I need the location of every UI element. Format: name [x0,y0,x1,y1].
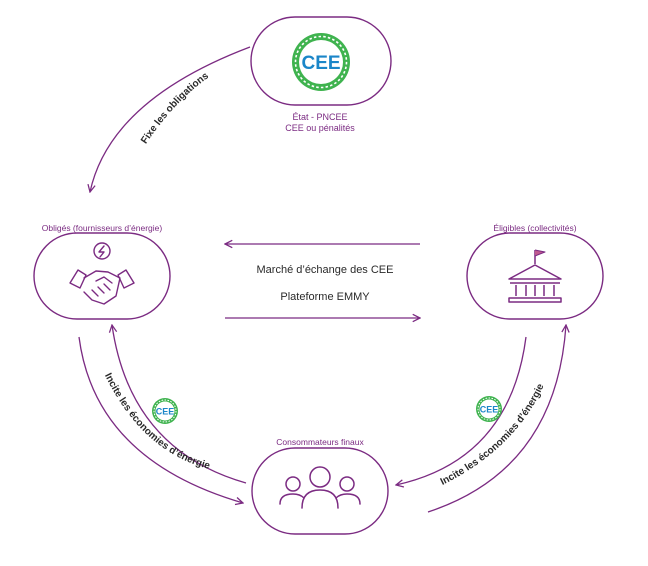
arrow-state-to-obliges [90,46,251,192]
incite-left-label-wrap: Incite les économies d’énergie [102,371,211,471]
left-cee-badge-icon: CEE [152,398,178,424]
obliges-node [33,232,171,320]
left-badge-text: CEE [156,407,175,417]
consumers-node [251,447,389,535]
market-line2: Plateforme EMMY [280,291,370,303]
incite-left-label: Incite les économies d’énergie [102,371,211,471]
fixes-label-wrap: Fixe les obligations [139,70,211,146]
right-cee-badge-icon: CEE [476,396,502,422]
eligibles-label: Éligibles (collectivités) [493,223,576,233]
people-group-icon [279,466,361,509]
state-cee-badge-icon: CEE [292,33,350,91]
state-line1: État - PNCEE [292,112,347,122]
market-line1: Marché d’échange des CEE [257,264,394,276]
fixes-label: Fixe les obligations [139,70,211,146]
obliges-label: Obligés (fournisseurs d’énergie) [42,223,163,233]
arrow-consumers-to-obliges [112,325,247,484]
handshake-icon [69,242,135,305]
town-hall-icon [508,249,562,303]
arrow-consumers-to-eligibles [427,325,566,513]
state-line2: CEE ou pénalités [285,123,355,133]
right-badge-text: CEE [480,405,499,415]
state-badge-text: CEE [301,53,340,74]
arrow-eligibles-to-consumers [396,336,527,485]
eligibles-node [466,232,604,320]
consumers-label: Consommateurs finaux [276,437,364,447]
arrow-obliges-to-consumers [78,336,243,503]
